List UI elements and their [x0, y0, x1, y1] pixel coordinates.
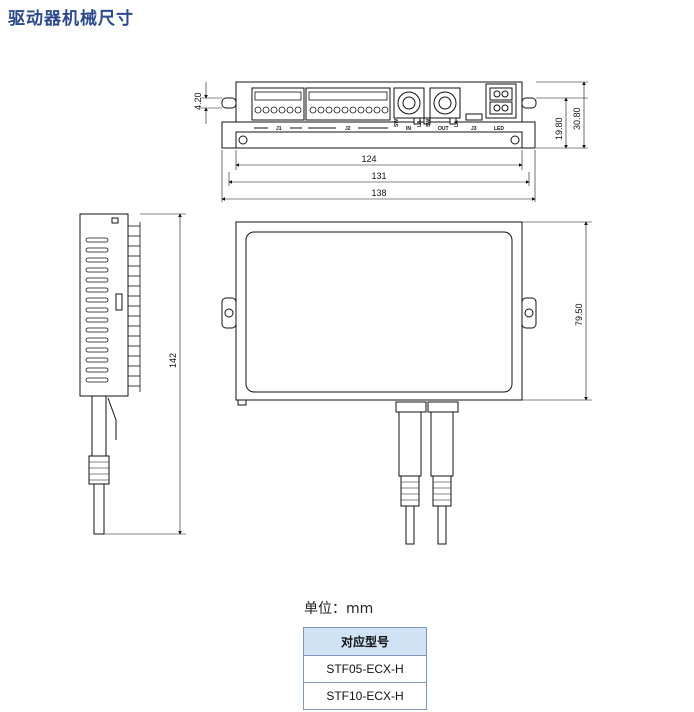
label-led: LED — [494, 126, 504, 132]
j2-connector — [305, 87, 391, 121]
unit-label: 单位：mm — [304, 601, 374, 617]
label-in: IN — [406, 126, 411, 132]
in-connector — [393, 87, 425, 119]
model-table: 对应型号 STF05-ECX-H STF10-ECX-H — [303, 627, 427, 710]
j1-connector — [251, 87, 305, 121]
label-la-left: LA — [417, 120, 423, 127]
front-view — [221, 221, 592, 545]
page-title: 驱动器机械尺寸 — [8, 9, 134, 29]
label-sw-right: SW — [426, 119, 432, 127]
model-row: STF05-ECX-H — [303, 655, 427, 683]
j3-usb-port — [465, 113, 483, 121]
model-row: STF10-ECX-H — [303, 682, 427, 710]
top-view — [200, 81, 588, 202]
label-sw-left: SW — [394, 119, 400, 127]
dim-4-20: 4.20 — [193, 92, 203, 110]
dim-131: 131 — [371, 171, 386, 181]
label-j1: J1 — [276, 126, 282, 132]
dim-30-80: 30.80 — [572, 107, 582, 130]
label-j2: J2 — [345, 126, 351, 132]
label-out: OUT — [438, 126, 449, 132]
dim-138: 138 — [371, 188, 386, 198]
out-connector — [429, 87, 461, 119]
dim-19-80: 19.80 — [554, 117, 564, 140]
dim-124: 124 — [361, 154, 376, 164]
side-view — [79, 213, 186, 535]
dim-79-50: 79.50 — [574, 303, 584, 326]
led-block — [485, 83, 517, 119]
label-la-right: LA — [454, 120, 460, 127]
label-j3: J3 — [471, 126, 477, 132]
dim-142: 142 — [168, 353, 178, 368]
model-table-header: 对应型号 — [303, 627, 427, 656]
